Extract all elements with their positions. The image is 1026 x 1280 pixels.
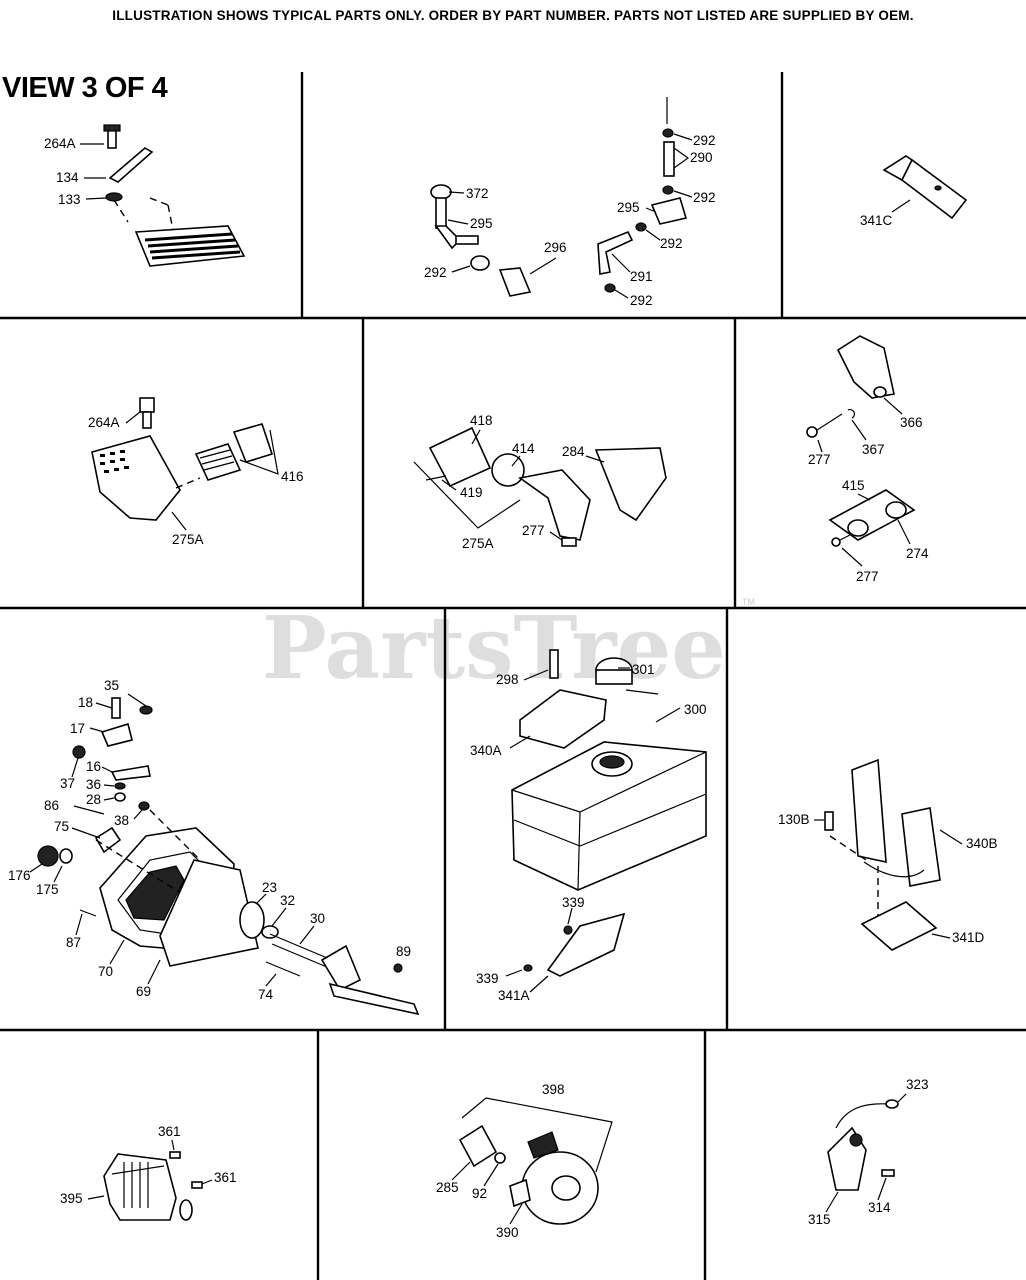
callout-label: 264A — [88, 415, 120, 430]
panel-gear-box: 361 361 395 — [60, 1124, 237, 1221]
view-title: VIEW 3 OF 4 — [2, 72, 168, 104]
callout-label: 89 — [396, 944, 411, 959]
callout-label: 418 — [470, 413, 493, 428]
callout-label: 292 — [660, 236, 683, 251]
callout-label: 292 — [693, 133, 716, 148]
callout-label: 275A — [462, 536, 494, 551]
callout-label: 87 — [66, 935, 81, 950]
watermark-trademark: TM — [742, 597, 755, 607]
callout-label: 284 — [562, 444, 585, 459]
callout-label: 295 — [617, 200, 640, 215]
callout-label: 134 — [56, 170, 79, 185]
panel-grid — [0, 72, 1026, 1280]
callout-label: 372 — [466, 186, 489, 201]
panel-fuel-lines: 372 295 292 296 292 290 292 295 292 291 … — [424, 97, 716, 308]
callout-label: 133 — [58, 192, 81, 207]
callout-label: 367 — [862, 442, 885, 457]
callout-label: 298 — [496, 672, 519, 687]
callout-label: 23 — [262, 880, 277, 895]
callout-label: 37 — [60, 776, 75, 791]
callout-label: 70 — [98, 964, 113, 979]
callout-label: 264A — [44, 136, 76, 151]
callout-label: 291 — [630, 269, 653, 284]
callout-label: 361 — [158, 1124, 181, 1139]
callout-label: 341D — [952, 930, 985, 945]
panel-crankcase: 35 18 17 37 16 36 28 86 38 75 176 175 87… — [8, 678, 420, 1016]
panel-bracket-341c: 341C — [860, 155, 968, 228]
callout-label: 275A — [172, 532, 204, 547]
callout-label: 28 — [86, 792, 101, 807]
callout-label: 32 — [280, 893, 295, 908]
panel-fuel-tank: 298 301 300 340A 339 339 341A — [470, 649, 707, 1003]
panel-ignition: 323 315 314 — [808, 1077, 929, 1227]
callout-label: 18 — [78, 695, 93, 710]
callout-label: 292 — [630, 293, 653, 308]
callout-label: 300 — [684, 702, 707, 717]
callout-label: 323 — [906, 1077, 929, 1092]
callout-label: 339 — [562, 895, 585, 910]
callout-label: 274 — [906, 546, 929, 561]
callout-label: 414 — [512, 441, 535, 456]
callout-label: 340B — [966, 836, 998, 851]
callout-label: 36 — [86, 777, 101, 792]
panel-recoil-starter: 398 285 92 390 — [436, 1082, 613, 1240]
callout-label: 290 — [690, 150, 713, 165]
callout-label: 341A — [498, 988, 530, 1003]
callout-label: 398 — [542, 1082, 565, 1097]
panel-exhaust: 366 277 367 415 274 277 — [806, 335, 929, 584]
callout-label: 416 — [281, 469, 304, 484]
callout-label: 176 — [8, 868, 31, 883]
callout-label: 86 — [44, 798, 59, 813]
callout-label: 415 — [842, 478, 865, 493]
callout-label: 395 — [60, 1191, 83, 1206]
callout-label: 69 — [136, 984, 151, 999]
callout-label: 277 — [522, 523, 545, 538]
callout-label: 30 — [310, 911, 325, 926]
callout-label: 292 — [693, 190, 716, 205]
callout-label: 366 — [900, 415, 923, 430]
callout-label: 92 — [472, 1186, 487, 1201]
callout-label: 340A — [470, 743, 502, 758]
callout-label: 292 — [424, 265, 447, 280]
callout-label: 390 — [496, 1225, 519, 1240]
panel-muffler-assembly: 418 414 284 419 275A 277 — [413, 413, 667, 551]
callout-label: 296 — [544, 240, 567, 255]
callout-label: 74 — [258, 987, 274, 1002]
callout-label: 175 — [36, 882, 59, 897]
panel-tank-bracket: 130B 340B 341D — [778, 758, 998, 951]
callout-label: 17 — [70, 721, 85, 736]
callout-label: 341C — [860, 213, 893, 228]
callout-label: 75 — [54, 819, 69, 834]
callout-label: 277 — [808, 452, 831, 467]
callout-label: 314 — [868, 1200, 891, 1215]
callout-label: 301 — [632, 662, 655, 677]
callout-label: 16 — [86, 759, 101, 774]
callout-label: 130B — [778, 812, 810, 827]
callout-label: 38 — [114, 813, 129, 828]
header-notice: ILLUSTRATION SHOWS TYPICAL PARTS ONLY. O… — [112, 8, 914, 23]
panel-muffler: 264A 416 275A — [88, 397, 304, 547]
callout-label: 419 — [460, 485, 483, 500]
callout-label: 35 — [104, 678, 119, 693]
callout-label: 315 — [808, 1212, 831, 1227]
callout-label: 361 — [214, 1170, 237, 1185]
callout-label: 285 — [436, 1180, 459, 1195]
callout-label: 295 — [470, 216, 493, 231]
callout-label: 277 — [856, 569, 879, 584]
watermark: PartsTree — [262, 598, 726, 699]
callout-label: 339 — [476, 971, 499, 986]
panel-screen-bracket: 264A 134 133 — [44, 124, 246, 267]
